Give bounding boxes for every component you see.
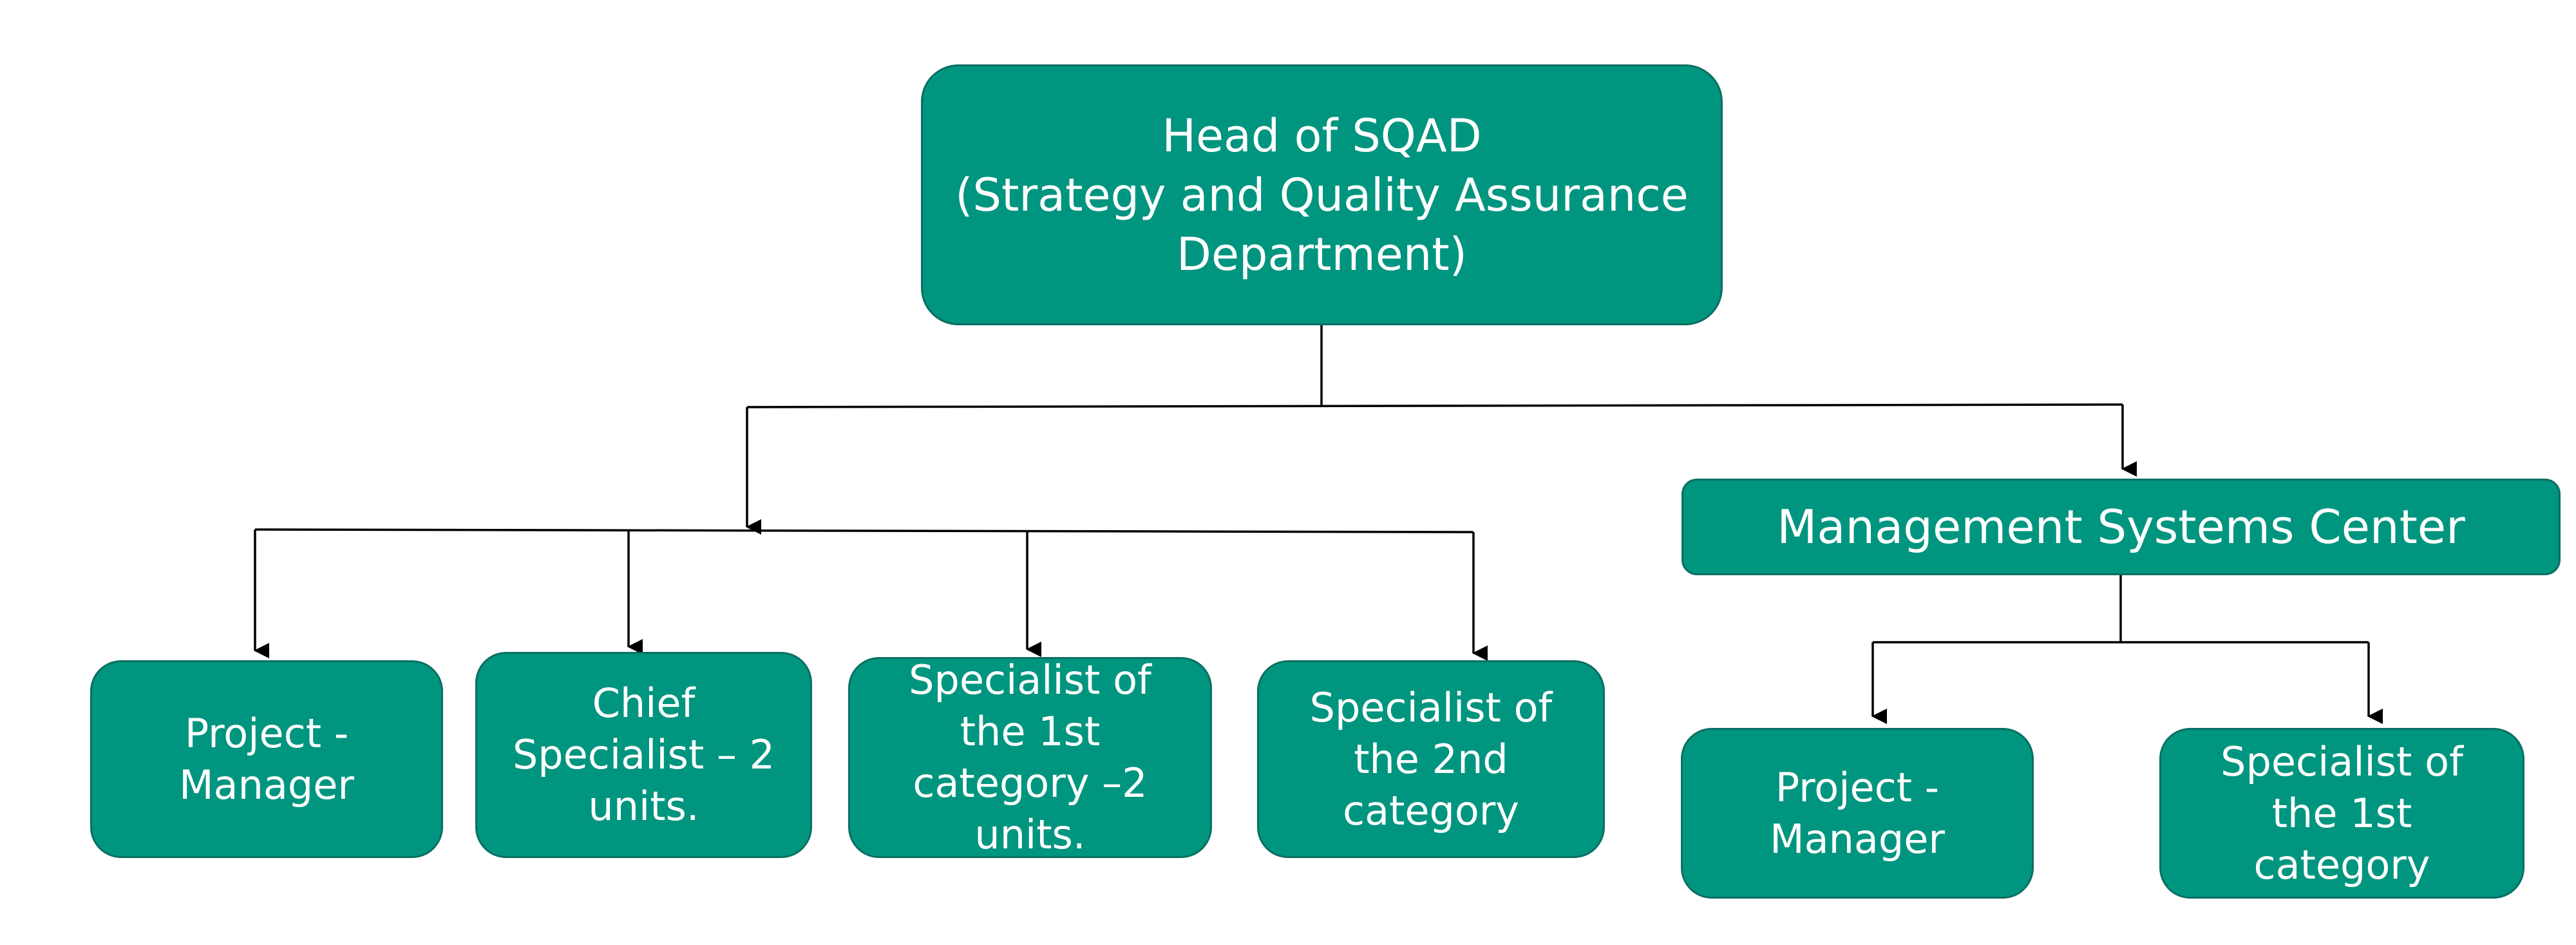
center-specialist-1st-category-label: Specialist of the 1st category: [2221, 738, 2463, 888]
specialist-2nd-category-box: Specialist of the 2nd category: [1257, 660, 1605, 858]
center-project-manager-box: Project - Manager: [1681, 728, 2034, 899]
head-of-sqad-label: Head of SQAD (Strategy and Quality Assur…: [955, 109, 1689, 281]
head-of-sqad-box: Head of SQAD (Strategy and Quality Assur…: [921, 64, 1723, 325]
main-horizontal-line: [746, 403, 2123, 408]
project-manager-box: Project - Manager: [90, 660, 443, 858]
management-systems-center-label: Management Systems Center: [1777, 500, 2465, 554]
center-specialist-1st-category-box: Specialist of the 1st category: [2159, 728, 2524, 899]
staff-horizontal-line: [254, 528, 1474, 533]
chief-specialist-box: Chief Specialist – 2 units.: [475, 652, 812, 858]
specialist-1st-category-box: Specialist of the 1st category –2 units.: [848, 656, 1212, 858]
project-manager-label: Project - Manager: [179, 709, 354, 808]
center-project-manager-label: Project - Manager: [1770, 763, 1945, 863]
specialist-2nd-category-label: Specialist of the 2nd category: [1309, 683, 1553, 834]
specialist-1st-category-label: Specialist of the 1st category –2 units.: [909, 656, 1151, 858]
management-systems-center-box: Management Systems Center: [1681, 479, 2561, 575]
chief-specialist-label: Chief Specialist – 2 units.: [512, 680, 775, 830]
